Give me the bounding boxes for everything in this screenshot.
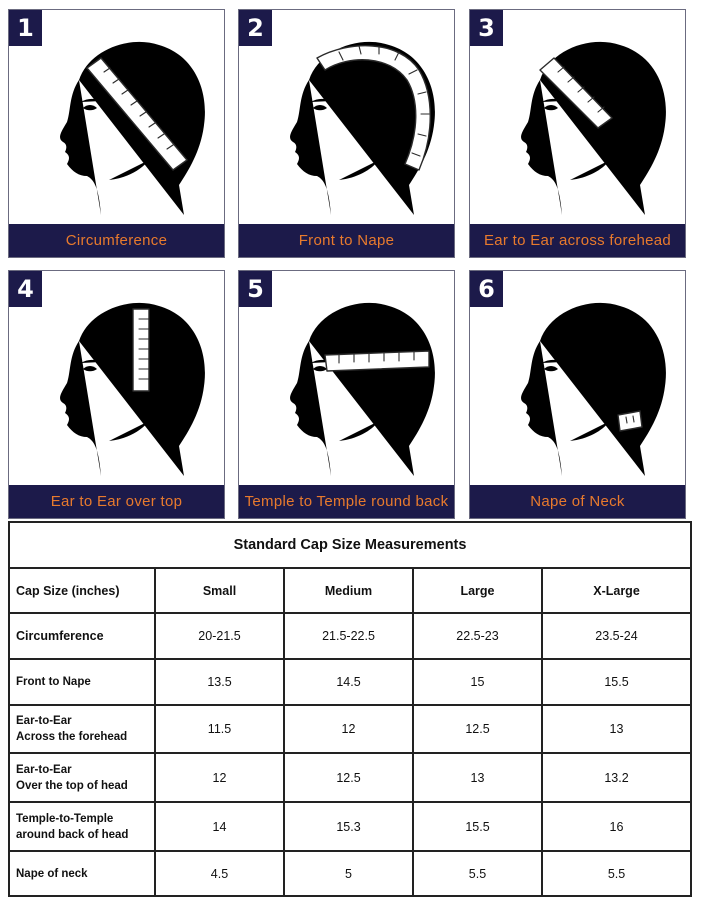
panel-number: 5	[239, 271, 272, 307]
table-cell: 4.5	[154, 850, 285, 897]
panel-front-to-nape: 2 Front to Nape	[238, 9, 455, 258]
row-label: Ear-to-Ear Across the forehead	[8, 704, 156, 754]
row-label: Temple-to-Temple around back of head	[8, 801, 156, 852]
panel-caption: Nape of Neck	[470, 485, 685, 518]
table-cell: 16	[540, 801, 693, 852]
row-label: Circumference	[8, 612, 156, 660]
column-header: X-Large	[540, 567, 693, 614]
table-row: Temple-to-Temple around back of head 14 …	[8, 801, 693, 852]
panel-number: 3	[470, 10, 503, 46]
table-cell: 15.3	[283, 801, 414, 852]
head-illustration	[290, 41, 435, 215]
table-cell: 12.5	[412, 704, 543, 754]
panel-number: 6	[470, 271, 503, 307]
table-row: Ear-to-Ear Across the forehead 11.5 12 1…	[8, 704, 693, 754]
head-illustration	[521, 41, 666, 215]
column-header: Cap Size (inches)	[8, 567, 156, 614]
table-cell: 13	[412, 752, 543, 803]
table-cell: 23.5-24	[540, 612, 693, 660]
measuring-tape	[539, 57, 613, 129]
measuring-tape	[324, 350, 430, 372]
table-cell: 12	[154, 752, 285, 803]
head-illustration	[60, 302, 205, 476]
panel-temple-to-temple: 5 Temple to Temple round back	[238, 270, 455, 519]
panel-number: 4	[9, 271, 42, 307]
table-cell: 14.5	[283, 658, 414, 706]
row-label: Nape of neck	[8, 850, 156, 897]
measuring-tape	[132, 308, 150, 392]
measuring-tape	[86, 57, 188, 171]
table-title-row: Standard Cap Size Measurements	[7, 521, 693, 569]
cap-size-table: Standard Cap Size Measurements Cap Size …	[7, 521, 693, 897]
table-cell: 14	[154, 801, 285, 852]
table-cell: 12	[283, 704, 414, 754]
table-cell: 11.5	[154, 704, 285, 754]
head-illustration	[290, 302, 435, 476]
table-title: Standard Cap Size Measurements	[7, 521, 693, 569]
table-cell: 20-21.5	[154, 612, 285, 660]
panel-circumference: 1 Circumference	[8, 9, 225, 258]
head-illustration	[521, 302, 666, 476]
table-header-row: Cap Size (inches) Small Medium Large X-L…	[8, 567, 693, 614]
head-illustration	[60, 41, 205, 215]
row-label: Front to Nape	[8, 658, 156, 706]
table-cell: 22.5-23	[412, 612, 543, 660]
panel-caption: Ear to Ear across forehead	[470, 224, 685, 257]
table-row: Front to Nape 13.5 14.5 15 15.5	[8, 658, 693, 706]
table-cell: 5.5	[540, 850, 693, 897]
table-row: Nape of neck 4.5 5 5.5 5.5	[8, 850, 693, 897]
column-header: Large	[412, 567, 543, 614]
panel-caption: Circumference	[9, 224, 224, 257]
table-cell: 5.5	[412, 850, 543, 897]
column-header: Small	[154, 567, 285, 614]
table-cell: 13	[540, 704, 693, 754]
panel-number: 2	[239, 10, 272, 46]
table-cell: 5	[283, 850, 414, 897]
panel-ear-to-ear-forehead: 3 Ear to Ear across forehead	[469, 9, 686, 258]
table-row: Ear-to-Ear Over the top of head 12 12.5 …	[8, 752, 693, 803]
panel-caption: Temple to Temple round back	[239, 485, 454, 518]
table-cell: 15.5	[540, 658, 693, 706]
table-cell: 12.5	[283, 752, 414, 803]
table-cell: 21.5-22.5	[283, 612, 414, 660]
panel-number: 1	[9, 10, 42, 46]
table-cell: 13.5	[154, 658, 285, 706]
column-header: Medium	[283, 567, 414, 614]
panel-ear-to-ear-over-top: 4 Ear to Ear over top	[8, 270, 225, 519]
row-label: Ear-to-Ear Over the top of head	[8, 752, 156, 803]
table-cell: 15	[412, 658, 543, 706]
measuring-tape	[617, 410, 643, 432]
panel-nape-of-neck: 6 Nape of Neck	[469, 270, 686, 519]
table-row: Circumference 20-21.5 21.5-22.5 22.5-23 …	[8, 612, 693, 660]
panel-caption: Ear to Ear over top	[9, 485, 224, 518]
measuring-tape	[316, 45, 431, 171]
table-cell: 13.2	[540, 752, 693, 803]
panel-caption: Front to Nape	[239, 224, 454, 257]
table-cell: 15.5	[412, 801, 543, 852]
